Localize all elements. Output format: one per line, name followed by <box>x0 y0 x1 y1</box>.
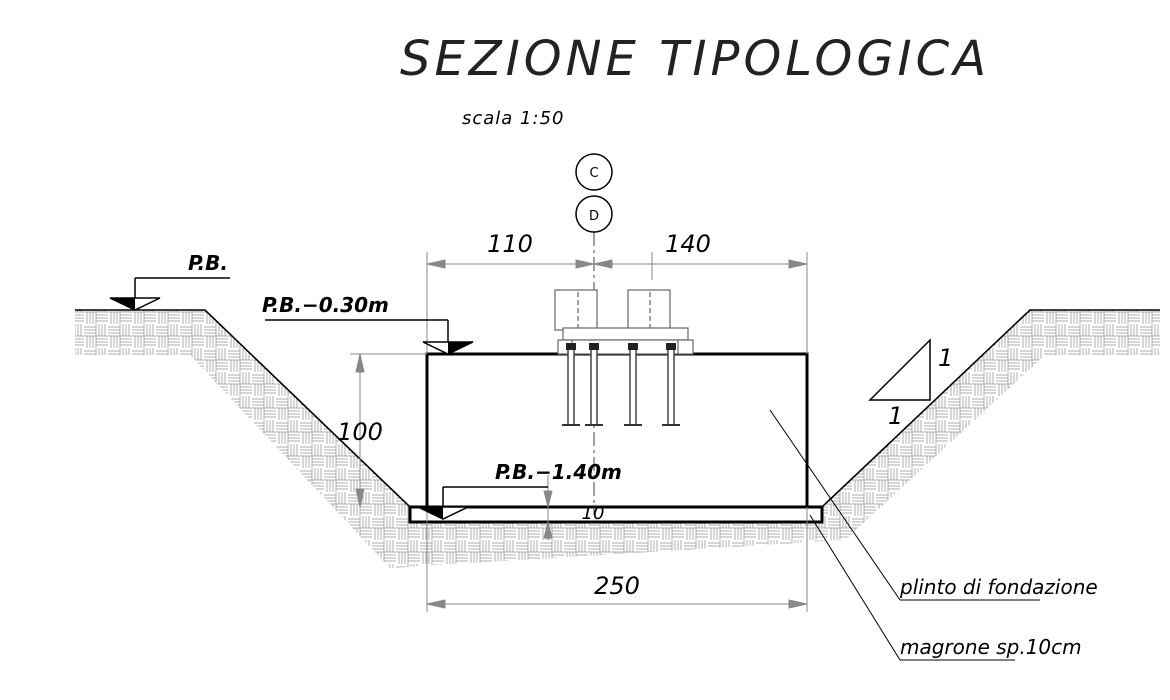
dim-width: 250 <box>594 572 640 600</box>
soil-hatch <box>75 310 1160 568</box>
drawing-scale: scala 1:50 <box>462 108 564 129</box>
marker-d: D <box>575 195 613 233</box>
svg-text:C: C <box>589 166 598 181</box>
leader-lean <box>809 514 1015 661</box>
level-plinth-top: P.B.−0.30m <box>262 293 474 355</box>
foundation-plinth <box>425 352 809 509</box>
svg-text:P.B.−1.40m: P.B.−1.40m <box>495 460 622 484</box>
svg-text:1: 1 <box>938 344 953 372</box>
dim-height: 100 <box>337 418 383 446</box>
leader-plinth <box>769 409 1040 601</box>
top-dimension <box>426 252 808 354</box>
drawing-title: SEZIONE TIPOLOGICA <box>400 31 990 87</box>
dim-left-offset: 110 <box>487 230 533 258</box>
marker-c: C <box>575 153 613 191</box>
level-ground: P.B. <box>109 251 230 311</box>
dim-lean: 10 <box>582 503 605 524</box>
slope-indicator: 1 1 <box>868 338 953 430</box>
svg-text:P.B.: P.B. <box>188 251 228 275</box>
lean-concrete-slab <box>408 505 824 524</box>
dim-right-offset: 140 <box>665 230 711 258</box>
svg-text:1: 1 <box>888 402 903 430</box>
column-base-plate <box>554 289 694 355</box>
bottom-dimension <box>426 507 808 612</box>
height-dimension <box>350 353 427 508</box>
level-bottom: P.B.−1.40m <box>417 460 622 520</box>
label-plinth: plinto di fondazione <box>899 575 1098 599</box>
anchor-bolts <box>562 343 680 426</box>
svg-text:P.B.−0.30m: P.B.−0.30m <box>262 293 389 317</box>
lean-dimension <box>543 475 553 540</box>
svg-text:D: D <box>589 209 599 224</box>
label-lean-concrete: magrone sp.10cm <box>900 635 1082 659</box>
